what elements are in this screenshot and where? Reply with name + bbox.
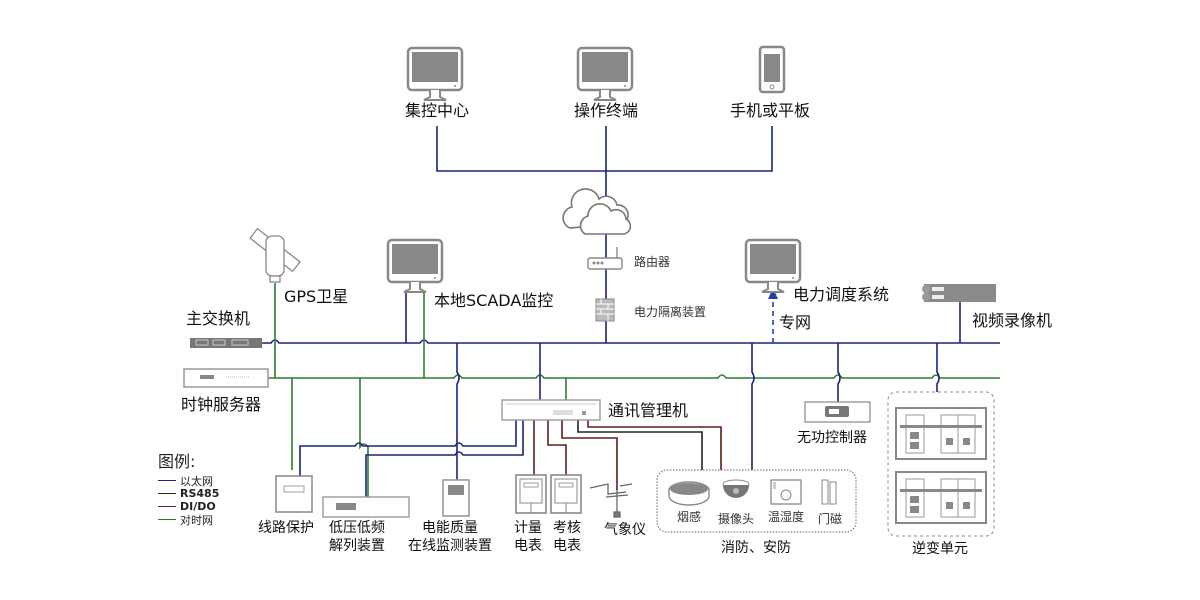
control-center-label: 集控中心	[404, 101, 470, 120]
legend-label: 对时网	[180, 513, 213, 527]
smoke-label: 烟感	[676, 510, 702, 524]
switch-icon	[190, 338, 262, 348]
nvr-label: 视频录像机	[972, 311, 1053, 330]
monitor-icon	[406, 46, 464, 102]
meter-icon	[515, 474, 547, 514]
legend-title: 图例:	[158, 452, 196, 471]
main-switch-label: 主交换机	[186, 309, 251, 328]
special-net-label: 专网	[779, 313, 812, 332]
thermo-label: 温湿度	[767, 510, 805, 524]
meter1-label-1: 计量	[514, 520, 542, 536]
pq-monitor-label-1: 电能质量	[422, 520, 478, 536]
inverter-icon	[895, 471, 987, 524]
controller-icon	[804, 401, 871, 423]
dispatch-label: 电力调度系统	[793, 285, 890, 304]
router-icon	[587, 247, 623, 270]
line-protection-label: 线路保护	[258, 520, 314, 536]
lv-lf-label-2: 解列装置	[329, 538, 385, 554]
legend-item: 对时网	[158, 513, 219, 527]
top-tier	[406, 45, 786, 343]
legend: 图例: 以太网 RS485 DI/DO 对时网	[158, 448, 219, 527]
meter2-label-1: 考核	[553, 520, 581, 536]
weather-station-icon	[589, 483, 633, 518]
security-group	[656, 469, 857, 533]
pq-monitor-icon	[442, 479, 470, 517]
legend-label: RS485	[180, 487, 220, 500]
isolator-label: 电力隔离装置	[634, 305, 707, 319]
ethernet-bus	[262, 339, 1000, 344]
scada-label: 本地SCADA监控	[434, 291, 554, 310]
security-group-label: 消防、安防	[721, 540, 791, 556]
door-label: 门磁	[817, 512, 843, 526]
timing-bus	[268, 374, 1000, 379]
inverter-group	[887, 391, 995, 537]
mobile-label: 手机或平板	[729, 101, 811, 120]
legend-swatch	[158, 480, 176, 481]
var-controller-label: 无功控制器	[797, 430, 867, 446]
meter-icon	[550, 474, 582, 514]
clock-server-label: 时钟服务器	[181, 395, 262, 414]
legend-swatch	[158, 519, 176, 520]
cloud-icon	[562, 188, 632, 235]
meter1-label-2: 电表	[514, 538, 542, 554]
lv-lf-label-1: 低压低频	[329, 520, 385, 536]
comm-manager-label: 通讯管理机	[608, 401, 689, 420]
legend-label: DI/DO	[180, 500, 216, 513]
camera-label: 摄像头	[717, 512, 755, 526]
inverter-icon	[895, 407, 987, 460]
legend-swatch	[158, 506, 176, 507]
gps-label: GPS卫星	[284, 287, 349, 306]
camera-icon	[722, 479, 750, 498]
dispatch-monitor-icon	[744, 238, 802, 294]
pq-monitor-label-2: 在线监测装置	[408, 538, 492, 554]
satellite-icon	[249, 227, 301, 283]
legend-label: 以太网	[180, 474, 213, 488]
thermo-hygrometer-icon	[770, 479, 802, 505]
inverter-label: 逆变单元	[912, 541, 968, 557]
scada-monitor-icon	[386, 238, 444, 294]
phone-icon	[758, 45, 786, 94]
legend-item: DI/DO	[158, 500, 219, 513]
top-link-lines	[436, 126, 773, 172]
comm-manager-icon	[501, 399, 601, 421]
legend-swatch	[158, 493, 176, 494]
smoke-detector-icon	[668, 481, 710, 506]
nvr-icon	[922, 284, 996, 302]
weather-label: 气象仪	[604, 522, 646, 538]
legend-item: RS485	[158, 487, 219, 500]
line-protection-icon	[275, 475, 313, 513]
door-sensor-icon	[821, 479, 837, 505]
legend-item: 以太网	[158, 474, 219, 488]
router-label: 路由器	[634, 255, 671, 269]
operator-terminal-label: 操作终端	[573, 101, 639, 120]
firewall-icon	[595, 298, 615, 322]
backbone-links	[274, 283, 961, 497]
meter2-label-2: 电表	[553, 538, 581, 554]
monitor-icon	[576, 46, 634, 102]
lv-lf-device-icon	[322, 496, 410, 518]
server-icon	[183, 368, 269, 388]
